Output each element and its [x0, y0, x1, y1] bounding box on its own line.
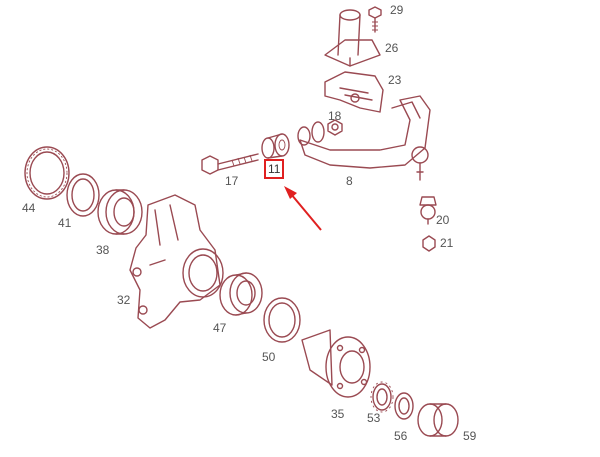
callout-47: 47	[213, 321, 227, 335]
part-47-bearing	[219, 272, 263, 316]
part-50-seal	[263, 297, 301, 343]
part-35-hub	[301, 329, 371, 398]
highlight-arrow	[284, 186, 322, 231]
callout-18: 18	[328, 109, 342, 123]
callout-11-highlighted: 11	[264, 159, 285, 179]
part-11-bushing	[261, 133, 290, 159]
part-56-nut	[394, 392, 414, 420]
part-20-ball-joint	[419, 196, 437, 225]
part-38-bearing	[97, 189, 143, 235]
part-18-nut	[327, 119, 343, 136]
part-53-washer	[370, 381, 394, 413]
callout-41: 41	[58, 216, 72, 230]
callout-50: 50	[262, 350, 276, 364]
callout-44: 44	[22, 201, 36, 215]
part-23-mount	[324, 71, 384, 113]
callout-23: 23	[388, 73, 402, 87]
callout-20: 20	[436, 213, 450, 227]
callout-17: 17	[225, 174, 239, 188]
part-44-tone-ring	[24, 146, 70, 200]
part-41-seal	[66, 173, 100, 217]
part-26-bracket	[324, 9, 381, 67]
callout-38: 38	[96, 243, 110, 257]
part-8-control-arm	[297, 95, 431, 181]
callout-29: 29	[390, 3, 404, 17]
callout-59: 59	[463, 429, 477, 443]
part-29-bolt	[368, 6, 382, 33]
part-32-knuckle	[129, 194, 224, 329]
part-59-cap	[417, 403, 459, 437]
callout-53: 53	[367, 411, 381, 425]
callout-56: 56	[394, 429, 408, 443]
part-17-bolt	[201, 153, 259, 175]
callout-26: 26	[385, 41, 399, 55]
part-21-nut	[422, 235, 436, 252]
callout-32: 32	[117, 293, 131, 307]
callout-8: 8	[346, 174, 353, 188]
callout-21: 21	[440, 236, 454, 250]
callout-35: 35	[331, 407, 345, 421]
